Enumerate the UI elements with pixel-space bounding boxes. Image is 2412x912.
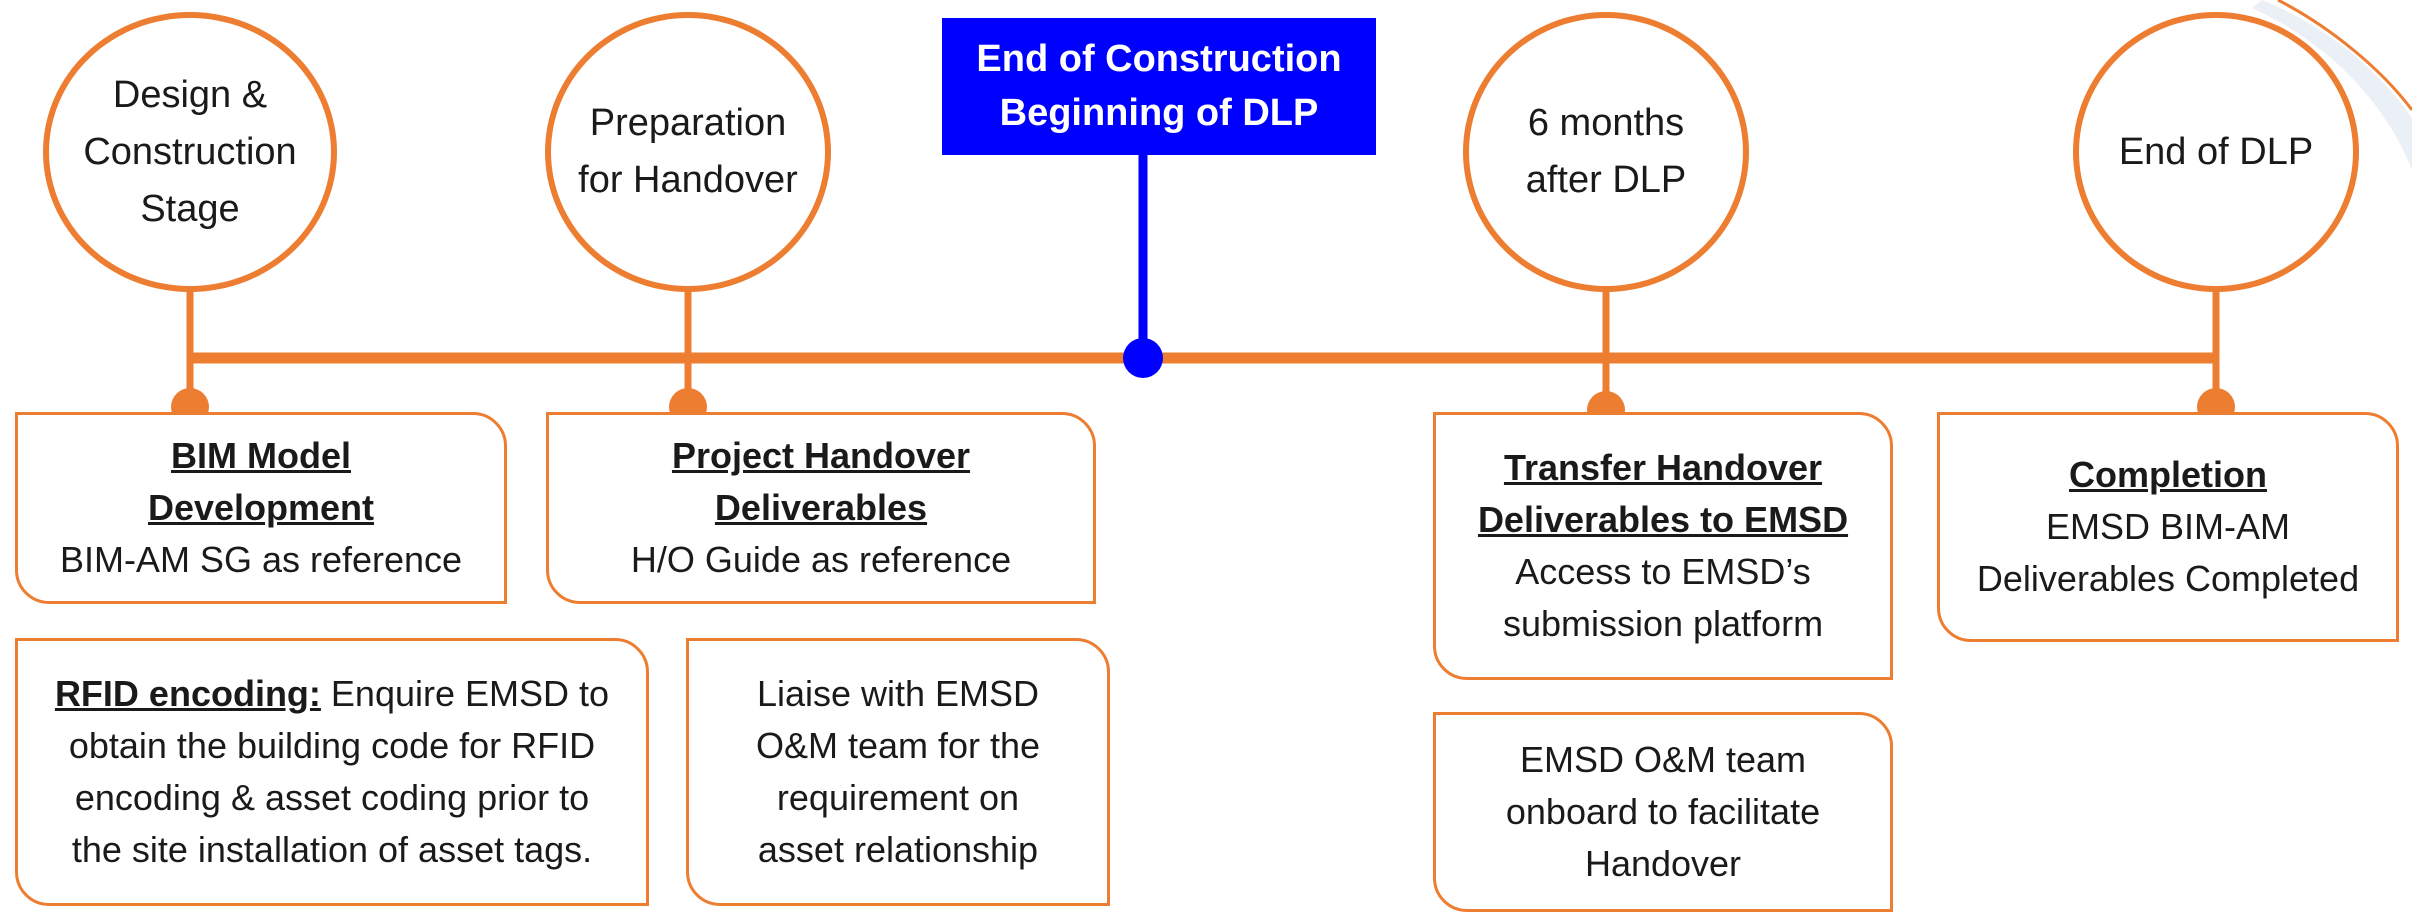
deliverable-title: Transfer Handover Deliverables to EMSD — [1477, 446, 1849, 540]
milestone-label: End of DLP — [2118, 130, 2314, 173]
marker-line-1: End of Construction — [976, 38, 1342, 81]
note-text: RFID encoding: Enquire EMSD to obtain th… — [55, 668, 609, 877]
deliverable-body: EMSD BIM-AM Deliverables Completed — [1976, 505, 2360, 600]
note-lead: RFID encoding: — [54, 672, 321, 714]
milestone-6-months-after-dlp: 6 months after DLP — [1463, 12, 1749, 292]
note-asset-relationship: Liaise with EMSD O&M team for the requir… — [686, 638, 1110, 906]
deliverable-title: Project Handover Deliverables — [671, 434, 971, 528]
deliverable-body: BIM-AM SG as reference — [59, 539, 463, 581]
deliverable-card-project-handover: Project Handover Deliverables H/O Guide … — [546, 412, 1096, 604]
deliverable-body: H/O Guide as reference — [630, 539, 1012, 581]
note-om-team-onboard: EMSD O&M team onboard to facilitate Hand… — [1433, 712, 1893, 912]
deliverable-body: Access to EMSD’s submission platform — [1502, 551, 1824, 645]
note-text: EMSD O&M team onboard to facilitate Hand… — [1505, 738, 1821, 885]
deliverable-title: BIM Model Development — [147, 434, 375, 528]
deliverable-title: Completion — [2069, 453, 2267, 495]
milestone-label: Design & Construction Stage — [83, 73, 297, 230]
deliverable-card-bim-model: BIM Model Development BIM-AM SG as refer… — [15, 412, 507, 604]
milestone-preparation-handover: Preparation for Handover — [545, 12, 831, 292]
note-text: Liaise with EMSD O&M team for the requir… — [755, 672, 1041, 871]
corner-swoosh-decoration — [2252, 0, 2412, 170]
end-of-construction-marker: End of Construction Beginning of DLP — [942, 18, 1376, 155]
milestone-label: Preparation for Handover — [578, 102, 798, 201]
milestone-end-of-dlp: End of DLP — [2073, 12, 2359, 292]
deliverable-card-transfer-handover: Transfer Handover Deliverables to EMSD A… — [1433, 412, 1893, 680]
deliverable-card-completion: Completion EMSD BIM-AM Deliverables Comp… — [1937, 412, 2399, 642]
note-body: Enquire EMSD to obtain the building code… — [68, 672, 610, 871]
milestone-label: 6 months after DLP — [1525, 102, 1687, 201]
dot-dlp-start — [1123, 338, 1163, 378]
marker-line-2: Beginning of DLP — [999, 91, 1319, 134]
note-rfid-encoding: RFID encoding: Enquire EMSD to obtain th… — [15, 638, 649, 906]
milestone-design-construction: Design & Construction Stage — [43, 12, 337, 292]
